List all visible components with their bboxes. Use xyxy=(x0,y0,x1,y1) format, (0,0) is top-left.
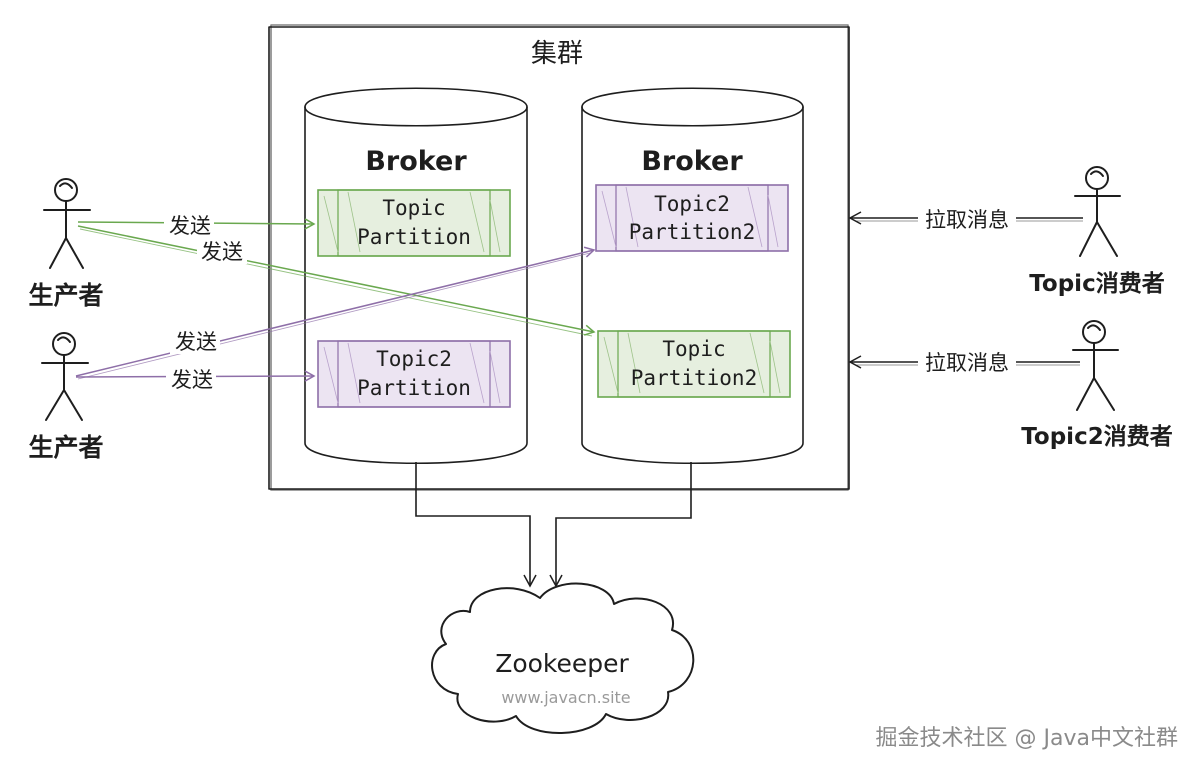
consumer-1-figure xyxy=(1074,166,1121,257)
svg-text:发送: 发送 xyxy=(201,240,243,264)
broker-2-title: Broker xyxy=(641,146,743,177)
send-label-2: 发送 xyxy=(197,238,247,264)
broker-1-title: Broker xyxy=(365,146,467,177)
cluster-title: 集群 xyxy=(531,39,583,69)
broker-1-to-zookeeper xyxy=(415,462,537,588)
producer-2-figure xyxy=(41,332,89,421)
partition-box-topic2-b2: Topic2 Partition2 xyxy=(595,184,789,252)
svg-text:拉取消息: 拉取消息 xyxy=(925,351,1009,375)
producer-1-figure xyxy=(43,178,91,269)
zookeeper-site: www.javacn.site xyxy=(501,688,630,707)
zookeeper-cloud: Zookeeper www.javacn.site xyxy=(431,582,695,734)
send-label-3: 发送 xyxy=(170,328,220,354)
svg-text:发送: 发送 xyxy=(169,214,211,238)
broker-2: Broker Topic2 Partition2 Topic Partition… xyxy=(581,87,804,464)
producer-2-label: 生产者 xyxy=(28,433,103,462)
consumer-2-figure xyxy=(1072,320,1119,411)
partition-b1-1-line2: Partition xyxy=(357,376,471,400)
partition-box-topic2-b1: Topic2 Partition xyxy=(317,340,511,408)
consumer-1-label: Topic消费者 xyxy=(1029,271,1164,297)
send-label-4: 发送 xyxy=(166,366,216,392)
partition-b2-1-line1: Topic xyxy=(662,337,725,361)
partition-b2-1-line2: Partition2 xyxy=(631,366,757,390)
watermark: 掘金技术社区 @ Java中文社群 xyxy=(876,726,1178,751)
pull-label-1: 拉取消息 xyxy=(918,205,1016,233)
broker-2-to-zookeeper xyxy=(549,462,692,588)
partition-b1-0-line2: Partition xyxy=(357,225,471,249)
svg-text:发送: 发送 xyxy=(175,330,217,354)
send-label-1: 发送 xyxy=(164,212,214,238)
zookeeper-title: Zookeeper xyxy=(495,649,629,678)
pull-label-2: 拉取消息 xyxy=(918,348,1016,376)
cluster-box: 集群 xyxy=(268,24,850,491)
partition-b1-0-line1: Topic xyxy=(382,196,445,220)
svg-text:发送: 发送 xyxy=(171,368,213,392)
send-arrow-p2-topic2-b2 xyxy=(75,246,596,377)
svg-text:拉取消息: 拉取消息 xyxy=(925,208,1009,232)
send-arrow-p1-topic-b2 xyxy=(77,225,596,336)
consumer-2-label: Topic2消费者 xyxy=(1021,424,1172,450)
partition-box-topic-b2: Topic Partition2 xyxy=(597,330,791,398)
partition-b1-1-line1: Topic2 xyxy=(376,347,452,371)
partition-box-topic-b1: Topic Partition xyxy=(317,189,511,257)
partition-b2-0-line2: Partition2 xyxy=(629,220,755,244)
partition-b2-0-line1: Topic2 xyxy=(654,192,730,216)
producer-1-label: 生产者 xyxy=(28,281,103,310)
broker-1: Broker Topic Partition Topic2 Partition xyxy=(304,87,528,464)
